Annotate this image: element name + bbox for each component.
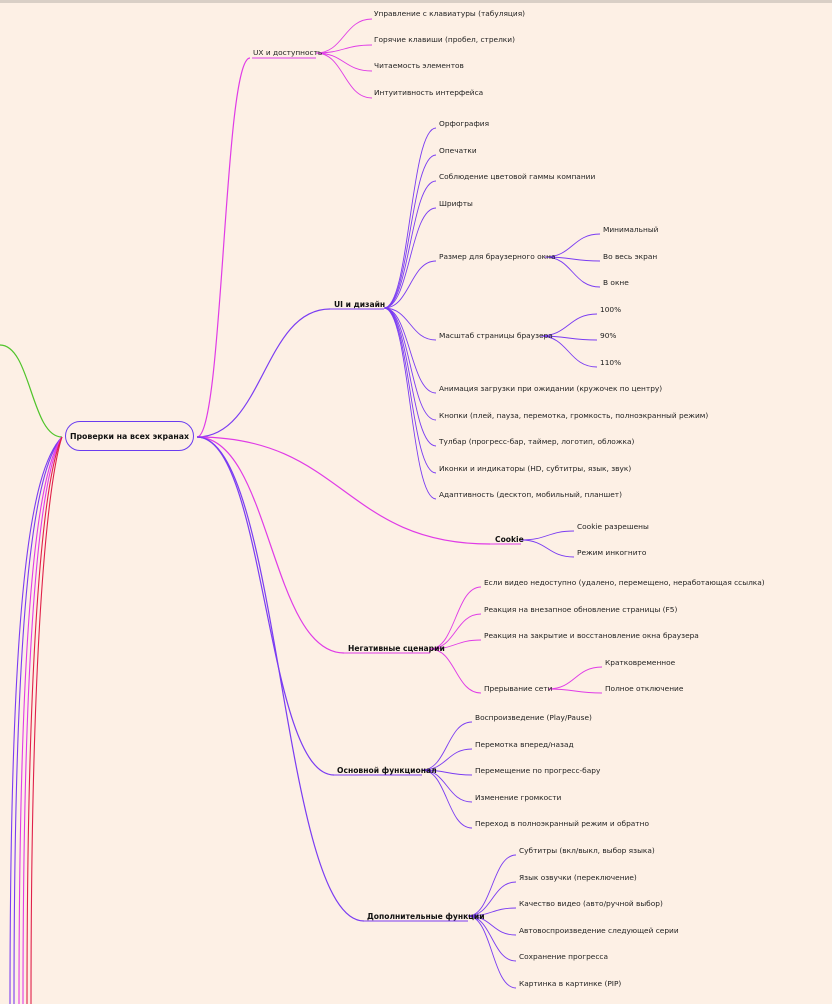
connector-ui-item: [383, 307, 437, 500]
extra-item[interactable]: Субтитры (вкл/выкл, выбор языка): [519, 846, 655, 855]
connector-zoom: [539, 313, 598, 337]
branch-negative[interactable]: Негативные сценарии: [348, 644, 445, 653]
connector-cookie-item: [520, 539, 575, 558]
connector-left-branch: [9, 436, 63, 1004]
zoom-item[interactable]: 100%: [600, 305, 622, 314]
connector-ui-item: [383, 180, 437, 309]
connector-network-item: [547, 666, 603, 690]
extra-item[interactable]: Качество видео (авто/ручной выбор): [519, 899, 663, 908]
connector-left-branch: [26, 436, 63, 1004]
root-label: Проверки на всех экранах: [69, 431, 190, 441]
connector-window-size: [544, 256, 601, 288]
ui-item[interactable]: Масштаб страницы браузера: [439, 331, 553, 340]
connector-extra-item: [467, 915, 517, 962]
branch-extra[interactable]: Дополнительные функции: [367, 912, 485, 921]
extra-item[interactable]: Картинка в картинке (PIP): [519, 979, 622, 988]
window-top-border: [0, 0, 832, 3]
ui-item[interactable]: Иконки и индикаторы (HD, субтитры, язык,…: [439, 464, 632, 473]
connector-ui-item: [383, 127, 437, 309]
connector-ui-item: [383, 260, 437, 309]
branch-cookie[interactable]: Cookie: [495, 535, 524, 544]
negative-item[interactable]: Прерывание сети: [484, 684, 553, 693]
ui-item[interactable]: Шрифты: [439, 199, 473, 208]
connector-zoom: [539, 335, 598, 341]
connector-left-branch: [18, 436, 63, 1004]
negative-item[interactable]: Реакция на внезапное обновление страницы…: [484, 605, 678, 614]
connector-network-item: [547, 688, 603, 694]
window-size-item[interactable]: Во весь экран: [603, 252, 658, 261]
branch-ux[interactable]: UX и доступность: [253, 48, 323, 57]
extra-item[interactable]: Язык озвучки (переключение): [519, 873, 637, 882]
connector-ux-item: [315, 44, 373, 54]
window-size-item[interactable]: В окне: [603, 278, 629, 287]
connector-extra-item: [467, 915, 517, 936]
connector-root-cookie: [196, 436, 491, 545]
connector-main-item: [421, 748, 473, 771]
connector-root-ui: [196, 308, 331, 438]
main-item[interactable]: Воспроизведение (Play/Pause): [475, 713, 592, 722]
connector-root-main: [196, 436, 335, 776]
ux-item[interactable]: Читаемость элементов: [374, 61, 464, 70]
zoom-item[interactable]: 110%: [600, 358, 622, 367]
ux-item[interactable]: Горячие клавиши (пробел, стрелки): [374, 35, 515, 44]
connector-root-ux: [196, 57, 251, 438]
ui-item[interactable]: Соблюдение цветовой гаммы компании: [439, 172, 596, 181]
connector-window-size: [544, 233, 601, 258]
connector-main-item: [421, 721, 473, 771]
extra-item[interactable]: Сохранение прогресса: [519, 952, 609, 961]
connector-main-item: [421, 769, 473, 803]
connector-cookie-item: [520, 530, 575, 541]
main-item[interactable]: Перемотка вперед/назад: [475, 740, 574, 749]
connector-zoom: [539, 335, 598, 368]
cookie-item[interactable]: Cookie разрешены: [577, 522, 649, 531]
connector-ui-item: [383, 307, 437, 341]
connector-left-branch: [30, 436, 63, 1004]
connector-ui-item: [383, 207, 437, 309]
connector-negative-item: [429, 586, 482, 650]
ui-item[interactable]: Кнопки (плей, пауза, перемотка, громкост…: [439, 411, 709, 420]
window-size-item[interactable]: Минимальный: [603, 225, 659, 234]
network-item[interactable]: Кратковременное: [605, 658, 676, 667]
connector-ui-item: [383, 307, 437, 394]
negative-item[interactable]: Реакция на закрытие и восстановление окн…: [484, 631, 699, 640]
branch-ui[interactable]: UI и дизайн: [334, 300, 386, 309]
connector-main-item: [421, 769, 473, 829]
main-item[interactable]: Переход в полноэкранный режим и обратно: [475, 819, 649, 828]
network-item[interactable]: Полное отключение: [605, 684, 684, 693]
ui-item[interactable]: Размер для браузерного окна: [439, 252, 556, 261]
connector-negative-item: [429, 648, 482, 694]
ui-item[interactable]: Адаптивность (десктоп, мобильный, планше…: [439, 490, 622, 499]
root-node[interactable]: Проверки на всех экранах: [65, 421, 194, 451]
connector-extra-item: [467, 854, 517, 917]
connector-root-extra: [196, 436, 365, 922]
ux-item[interactable]: Интуитивность интерфейса: [374, 88, 484, 97]
connector-ux-item: [315, 52, 373, 99]
main-item[interactable]: Перемещение по прогресс-бару: [475, 766, 601, 775]
connector-left-branch: [13, 436, 63, 1004]
connector-extra-item: [467, 881, 517, 917]
branch-main[interactable]: Основной функционал: [337, 766, 437, 775]
connector-left-branch: [22, 436, 63, 1004]
connector-extra-item: [467, 907, 517, 917]
connector-ui-item: [383, 307, 437, 447]
main-item[interactable]: Изменение громкости: [475, 793, 562, 802]
ui-item[interactable]: Тулбар (прогресс-бар, таймер, логотип, о…: [439, 437, 635, 446]
connector-ui-item: [383, 154, 437, 309]
zoom-item[interactable]: 90%: [600, 331, 617, 340]
negative-item[interactable]: Если видео недоступно (удалено, перемеще…: [484, 578, 765, 587]
connector-extra-item: [467, 915, 517, 989]
ux-item[interactable]: Управление с клавиатуры (табуляция): [374, 9, 526, 18]
cookie-item[interactable]: Режим инкогнито: [577, 548, 647, 557]
connector-negative-item: [429, 613, 482, 650]
ui-item[interactable]: Орфография: [439, 119, 490, 128]
connector-left-green: [0, 344, 63, 438]
connector-ux-item: [315, 18, 373, 54]
ui-item[interactable]: Опечатки: [439, 146, 477, 155]
connector-ux-item: [315, 52, 373, 72]
ui-item[interactable]: Анимация загрузки при ожидании (кружочек…: [439, 384, 663, 393]
extra-item[interactable]: Автовоспроизведение следующей серии: [519, 926, 679, 935]
connector-negative-item: [429, 639, 482, 650]
connector-root-negative: [196, 436, 345, 654]
